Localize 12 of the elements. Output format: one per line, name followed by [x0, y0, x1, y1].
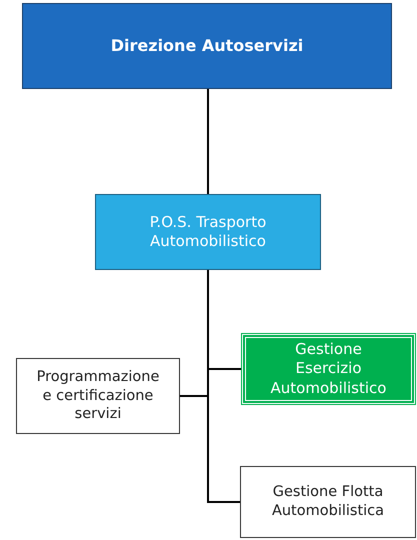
box-label: Programmazione e certificazione servizi	[36, 368, 160, 424]
unit-box	[95, 194, 321, 270]
connector-line	[207, 89, 209, 194]
office-box	[240, 466, 416, 538]
box-label: P.O.S. Trasporto Automobilistico	[148, 212, 268, 252]
box-label: Gestione Esercizio Automobilistico	[270, 340, 388, 398]
department-box	[22, 3, 392, 89]
box-label: Direzione Autoservizi	[110, 36, 304, 56]
connector-line	[207, 270, 240, 503]
office-box	[242, 334, 415, 404]
box-label: Gestione Flotta Automobilistica	[270, 483, 386, 521]
office-box	[16, 358, 180, 434]
